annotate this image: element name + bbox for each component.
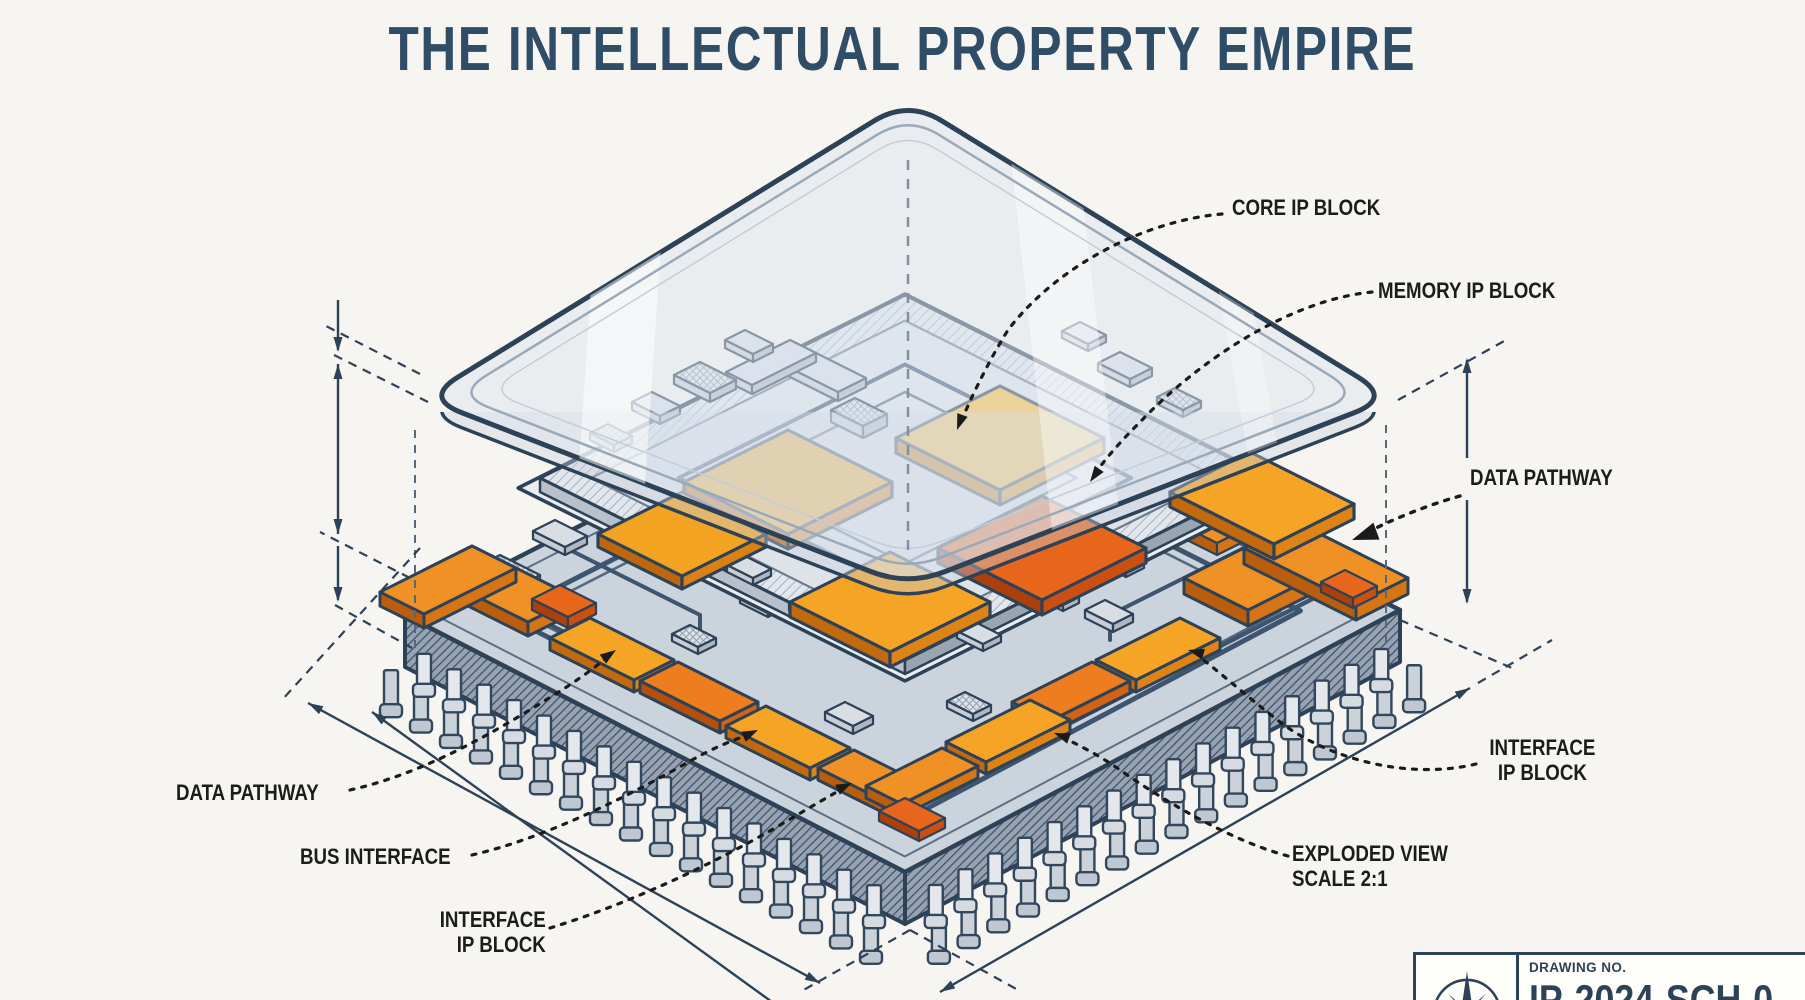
- drawing-no-label: DRAWING NO.: [1529, 960, 1627, 975]
- drawing-number-cell: DRAWING NO. IP-2024-SCH-0: [1519, 955, 1805, 1000]
- compass-cell: [1416, 955, 1519, 1000]
- callout-exploded-view-scale: EXPLODED VIEW SCALE 2:1: [1292, 841, 1448, 891]
- callout-interface-ip-block-right: INTERFACE IP BLOCK: [1489, 735, 1595, 785]
- dimension-lines: [281, 300, 1553, 1000]
- callout-data-pathway-right: DATA PATHWAY: [1470, 465, 1613, 490]
- callout-leader-lines: [348, 212, 1478, 930]
- drawing-number-value: IP-2024-SCH-0: [1529, 976, 1774, 1000]
- callout-bus-interface: BUS INTERFACE: [300, 844, 451, 869]
- page-title: THE INTELLECTUAL PROPERTY EMPIRE: [388, 15, 1417, 84]
- callout-interface-ip-block-left: INTERFACE IP BLOCK: [440, 907, 546, 957]
- callout-memory-ip-block: MEMORY IP BLOCK: [1378, 278, 1556, 303]
- compass-rose-icon: [1435, 971, 1499, 1000]
- title-block: DRAWING NO. IP-2024-SCH-0: [1413, 952, 1805, 1000]
- interface-ip-blocks: [378, 394, 1410, 843]
- callout-core-ip-block: CORE IP BLOCK: [1232, 195, 1381, 220]
- callout-data-pathway-left: DATA PATHWAY: [176, 780, 319, 805]
